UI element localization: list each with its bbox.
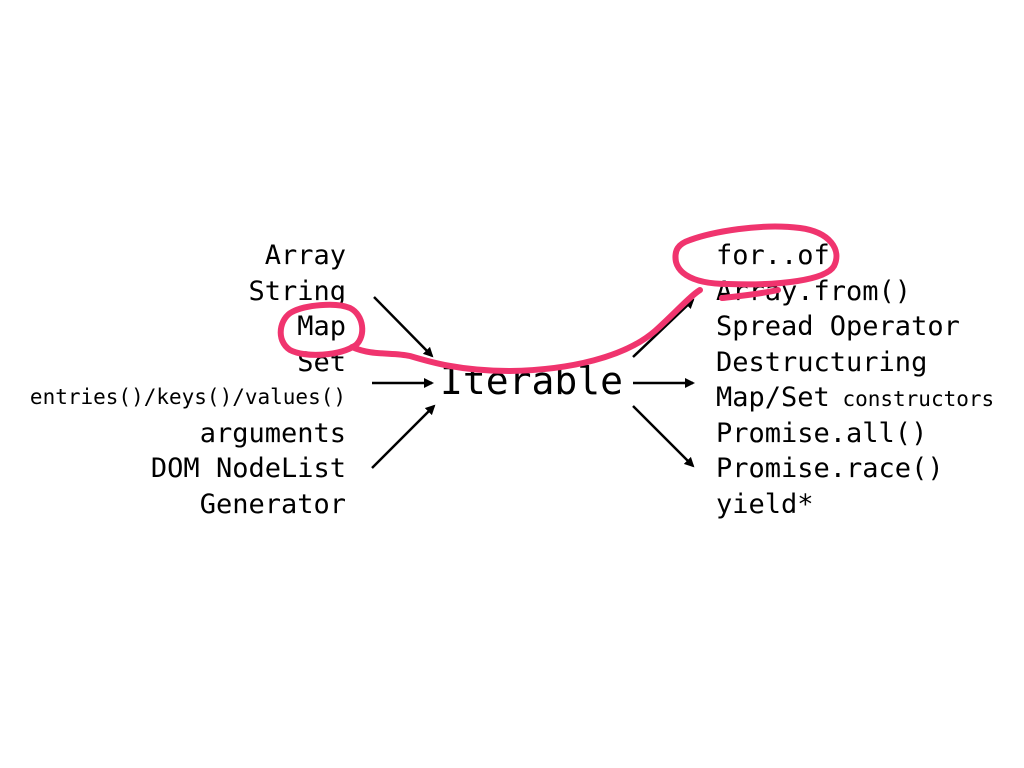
consumer-item-label: Map/Set: [716, 382, 830, 413]
consumer-item-promise-race: Promise.race(): [716, 451, 994, 487]
consumer-item-label: Promise.race(): [716, 453, 944, 484]
arrow-iterable-to-consumers-upper: [632, 298, 695, 358]
consumer-item-label: Spread Operator: [716, 311, 960, 342]
consumer-item-map-set-constructors: Map/Set constructors: [716, 380, 994, 416]
consumer-item-spread-operator: Spread Operator: [716, 309, 994, 345]
consumer-item-suffix: constructors: [829, 387, 995, 411]
consumer-item-destructuring: Destructuring: [716, 345, 994, 381]
source-item-generator: Generator: [199, 488, 346, 520]
consumer-item-for-of: for..of: [716, 238, 994, 274]
source-item-array: Array: [264, 240, 346, 271]
consumer-item-array-from: Array.from(): [716, 274, 994, 310]
arrow-sources-to-iterable-upper: [373, 296, 434, 358]
arrow-sources-to-iterable-lower: [371, 404, 436, 469]
consumer-item-label: Destructuring: [716, 346, 928, 378]
iterable-sources-list: Array String Map Set entries()/keys()/va…: [30, 238, 346, 522]
source-item-entries-keys-values: entries()/keys()/values(): [29, 385, 346, 409]
consumer-item-label: yield*: [716, 488, 814, 520]
consumer-item-promise-all: Promise.all(): [716, 416, 994, 452]
source-item-arguments: arguments: [199, 417, 346, 449]
source-item-dom-nodelist: DOM NodeList: [150, 453, 346, 484]
consumer-item-label: Promise.all(): [716, 417, 928, 449]
consumer-item-label: for..of: [716, 240, 830, 271]
source-item-string: String: [248, 275, 346, 307]
arrow-iterable-to-consumers-lower: [632, 405, 695, 468]
iterable-consumers-list: for..of Array.from() Spread Operator Des…: [716, 238, 994, 522]
iterable-label: Iterable: [440, 359, 624, 403]
consumer-item-label: Array.from(): [716, 275, 912, 307]
consumer-item-yield-delegate: yield*: [716, 487, 994, 523]
source-item-map: Map: [297, 311, 346, 342]
source-item-set: Set: [297, 346, 346, 378]
